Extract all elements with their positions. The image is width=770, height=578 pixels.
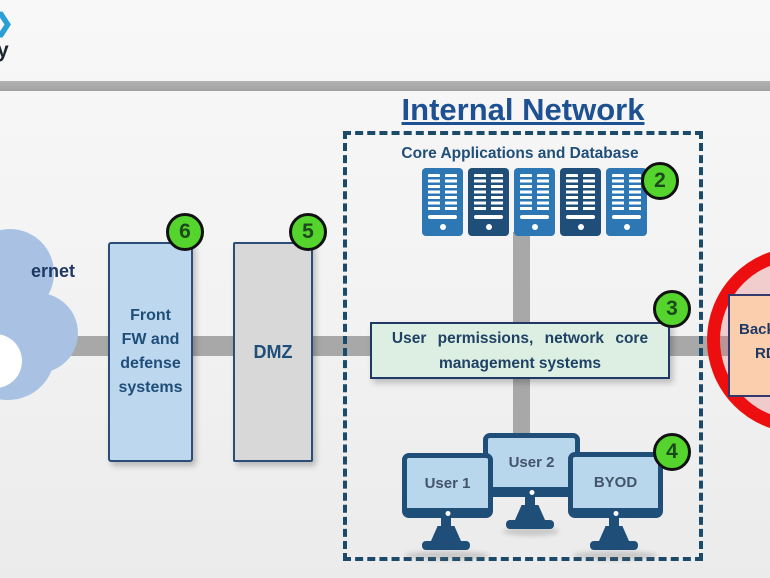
monitor-shadow bbox=[573, 551, 657, 560]
connector-core-to-users bbox=[513, 377, 530, 439]
internet-label: ernet bbox=[30, 261, 75, 281]
top-divider-bar bbox=[0, 81, 770, 91]
server-rack bbox=[422, 168, 647, 236]
badge-number: 6 bbox=[179, 220, 191, 243]
server-icon bbox=[468, 168, 509, 236]
badge-number: 3 bbox=[666, 297, 678, 320]
monitor-icon-user2: User 2 bbox=[483, 433, 580, 497]
step-badge-6: 6 bbox=[166, 213, 204, 251]
firewall-label-line: defense bbox=[120, 355, 181, 372]
badge-number: 5 bbox=[302, 220, 314, 243]
dmz-label: DMZ bbox=[253, 341, 293, 362]
badge-number: 2 bbox=[654, 169, 666, 192]
step-badge-4: 4 bbox=[653, 433, 691, 471]
firewall-label-line: systems bbox=[118, 379, 183, 396]
step-badge-2: 2 bbox=[641, 162, 679, 200]
cloud-icon bbox=[0, 229, 78, 400]
monitor-label: BYOD bbox=[593, 474, 638, 491]
firewall-label-line: Front bbox=[130, 307, 171, 324]
core-management-line1: User permissions, network core bbox=[391, 330, 649, 347]
step-badge-5: 5 bbox=[289, 213, 327, 251]
server-icon bbox=[560, 168, 601, 236]
monitor-stand bbox=[422, 518, 470, 550]
monitor-stand bbox=[590, 518, 638, 550]
logo-letter: y bbox=[0, 39, 9, 62]
page-title: Internal Network bbox=[401, 92, 645, 127]
core-management-line2: management systems bbox=[439, 355, 601, 372]
core-applications-label: Core Applications and Database bbox=[401, 145, 639, 162]
monitor-shadow bbox=[503, 527, 559, 536]
badge-number: 4 bbox=[666, 440, 678, 463]
server-icon bbox=[606, 168, 647, 236]
monitor-label: User 2 bbox=[508, 454, 555, 471]
backup-label-line2: RD bbox=[755, 345, 770, 362]
firewall-label-line: FW and bbox=[121, 331, 180, 348]
server-icon bbox=[514, 168, 555, 236]
logo-chevron-icon: ❯ bbox=[0, 8, 14, 38]
backup-label-line1: Back bbox=[739, 321, 770, 338]
monitor-shadow bbox=[405, 551, 489, 560]
server-icon bbox=[422, 168, 463, 236]
backup-box: Back RD bbox=[728, 294, 770, 397]
monitor-label: User 1 bbox=[424, 474, 471, 492]
monitor-stand bbox=[506, 497, 554, 529]
step-badge-3: 3 bbox=[653, 290, 691, 328]
monitor-icon-byod: BYOD bbox=[568, 452, 663, 518]
core-management-box: User permissions, network core managemen… bbox=[370, 322, 670, 379]
internal-network-boundary bbox=[343, 131, 703, 561]
dmz-box: DMZ bbox=[233, 242, 313, 462]
connector-servers-to-core bbox=[513, 232, 530, 328]
firewall-box: Front FW and defense systems bbox=[108, 242, 193, 462]
monitor-icon-user1: User 1 bbox=[402, 453, 493, 518]
